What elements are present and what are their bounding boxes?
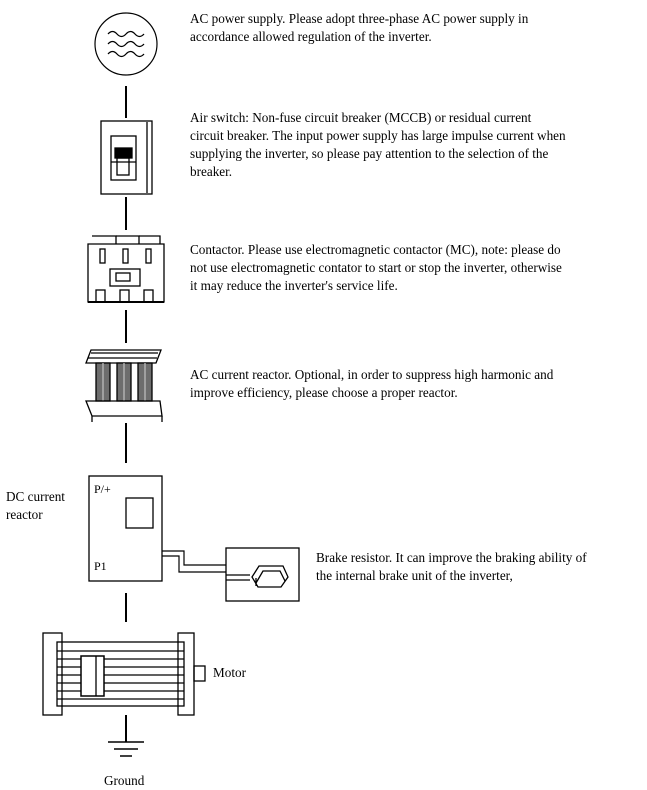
ac-reactor-description: AC current reactor. Optional, in order t…	[190, 367, 554, 400]
brake-resistor-icon	[225, 547, 300, 602]
contactor-icon	[87, 235, 165, 303]
motor-label: Motor	[213, 665, 246, 680]
terminal-p1-label: P1	[94, 559, 107, 573]
terminal-p-plus-label: P/+	[94, 482, 111, 496]
ground-label: Ground	[104, 773, 145, 788]
dc-reactor-label: DC current reactor	[6, 489, 65, 522]
ac-power-supply-icon	[94, 12, 158, 76]
ground-icon	[108, 741, 144, 757]
brake-resistor-wires	[162, 550, 250, 581]
ac-reactor-icon	[85, 349, 163, 422]
brake-resistor-description: Brake resistor. It can improve the braki…	[316, 550, 587, 583]
contactor-description: Contactor. Please use electromagnetic co…	[190, 242, 562, 293]
inverter-icon	[88, 475, 163, 582]
motor-icon	[42, 632, 206, 716]
air-switch-description: Air switch: Non-fuse circuit breaker (MC…	[190, 110, 566, 179]
air-switch-icon	[100, 120, 153, 195]
ac-power-supply-description: AC power supply. Please adopt three-phas…	[190, 11, 529, 44]
